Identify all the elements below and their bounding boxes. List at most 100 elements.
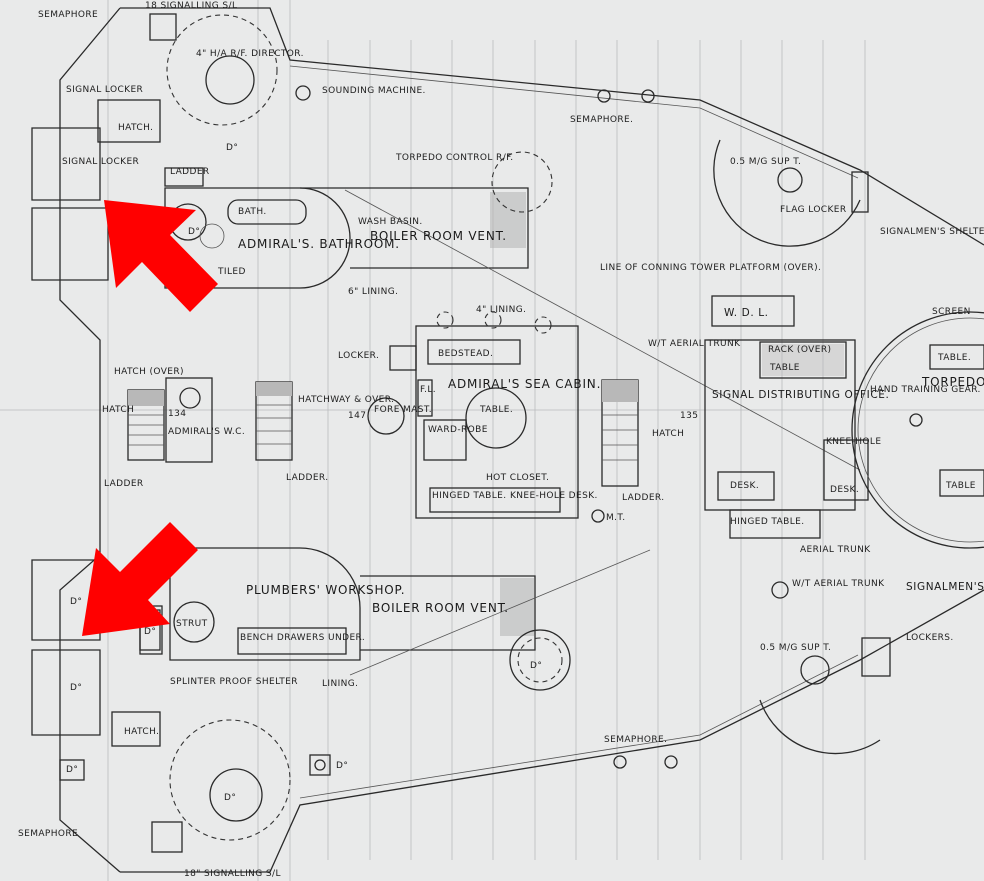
label-semaphore-top-mid: SEMAPHORE. xyxy=(570,115,633,125)
label-admirals-sea-cabin: ADMIRAL'S SEA CABIN. xyxy=(448,377,601,391)
label-bench-drawers: BENCH DRAWERS UNDER. xyxy=(240,633,365,643)
bathroom-block xyxy=(164,167,529,289)
torpedo-director xyxy=(851,311,984,549)
label-locker: LOCKER. xyxy=(338,351,379,361)
label-ward-robe: WARD-ROBE xyxy=(428,425,488,435)
label-line-conning: LINE OF CONNING TOWER PLATFORM (OVER). xyxy=(600,263,821,273)
label-signalmens-shelter: SIGNALMEN'S SHELTER. xyxy=(880,227,984,237)
label-kneehole-desk: KNEE-HOLE DESK. xyxy=(510,491,598,501)
label-do-bl3: D° xyxy=(144,627,156,637)
label-director: 4" H/A R/F. DIRECTOR. xyxy=(196,49,304,59)
label-tiled: TILED xyxy=(217,267,246,277)
label-fl: F.L. xyxy=(420,385,436,395)
label-boiler-room-vent-top: BOILER ROOM VENT. xyxy=(370,229,507,243)
label-wt-aerial-trunk: W/T AERIAL TRUNK xyxy=(648,339,741,349)
label-mt: M.T. xyxy=(606,513,626,523)
labels: SEMAPHORE 18 SIGNALLING S/L 4" H/A R/F. … xyxy=(18,1,984,879)
label-signalling-bottom: 18" SIGNALLING S/L xyxy=(184,869,281,879)
ladders-left xyxy=(127,377,405,463)
label-signalmens-shelter-2: SIGNALMEN'S SHELTER. xyxy=(906,581,984,593)
label-strut: STRUT xyxy=(176,619,208,629)
label-table-1: TABLE xyxy=(769,363,800,373)
sea-cabin xyxy=(389,311,579,519)
label-lockers: LOCKERS. xyxy=(906,633,954,643)
label-mg-sup-top: 0.5 M/G SUP T. xyxy=(730,157,801,167)
label-kneehole-1: KNEE-HOLE xyxy=(826,437,881,447)
bottom-director xyxy=(59,711,331,853)
label-semaphore-tl: SEMAPHORE xyxy=(38,10,98,20)
label-hot-closet: HOT CLOSET. xyxy=(486,473,549,483)
label-hand-training: HAND TRAINING GEAR. xyxy=(870,385,981,395)
label-signal-distributing: SIGNAL DISTRIBUTING OFFICE. xyxy=(712,389,889,401)
torpedo-control xyxy=(344,151,861,471)
label-splinter-proof: SPLINTER PROOF SHELTER xyxy=(170,677,298,687)
label-signal-locker-1: SIGNAL LOCKER xyxy=(66,85,143,95)
label-hatch-bl: HATCH. xyxy=(124,727,159,737)
label-do-ladder-top: D° xyxy=(188,227,200,237)
label-torpedo: TORPEDO xyxy=(921,375,984,389)
label-desk-2: DESK. xyxy=(830,485,859,495)
label-bath: BATH. xyxy=(238,207,267,217)
label-admirals-bathroom: ADMIRAL'S. BATHROOM. xyxy=(238,237,400,251)
label-table-3: TABLE xyxy=(945,481,976,491)
label-lining-4: 4" LINING. xyxy=(476,305,526,315)
label-num-147: 147 xyxy=(348,411,366,421)
red-arrow-upper xyxy=(104,200,218,312)
label-ladder-4: LADDER. xyxy=(622,493,665,503)
label-table-cabin: TABLE. xyxy=(479,405,513,415)
label-num-134: 134 xyxy=(168,409,186,419)
label-hatch-mid: HATCH xyxy=(102,405,134,415)
label-flag-locker: FLAG LOCKER xyxy=(780,205,847,215)
label-torpedo-control: TORPEDO CONTROL R/F. xyxy=(395,153,514,163)
label-hatch-right: HATCH xyxy=(652,429,684,439)
mg-sup-top xyxy=(713,139,869,247)
label-do-bottom-right: D° xyxy=(336,761,348,771)
label-num-135: 135 xyxy=(680,411,698,421)
signal-office xyxy=(704,295,869,539)
label-do-bottom-circle: D° xyxy=(224,793,236,803)
label-ladder-1: LADDER xyxy=(170,167,210,177)
hull-outline xyxy=(31,7,984,873)
label-do-director: D° xyxy=(66,765,78,775)
label-lining-6: 6" LINING. xyxy=(348,287,398,297)
label-ladder-2: LADDER xyxy=(104,479,144,489)
label-do-bl1: D° xyxy=(70,597,82,607)
label-screen: SCREEN xyxy=(932,307,971,317)
label-mg-sup-bottom: 0.5 M/G SUP T. xyxy=(760,643,831,653)
label-semaphore-bottom: SEMAPHORE. xyxy=(604,735,667,745)
label-boiler-room-vent-bottom: BOILER ROOM VENT. xyxy=(372,601,509,615)
mg-sup-bottom xyxy=(759,581,891,755)
red-arrow-lower xyxy=(82,522,198,636)
label-aerial-trunk: AERIAL TRUNK xyxy=(800,545,871,555)
label-wdl: W. D. L. xyxy=(724,307,769,319)
plumbers-block xyxy=(139,547,571,691)
top-director xyxy=(97,13,311,143)
label-ladder-3: LADDER. xyxy=(286,473,329,483)
label-desk-1: DESK. xyxy=(730,481,759,491)
label-sounding-machine: SOUNDING MACHINE. xyxy=(322,86,426,96)
label-wash-basin: WASH BASIN. xyxy=(358,217,423,227)
label-do-vent: D° xyxy=(530,661,542,671)
label-fore-mast: FORE MAST. xyxy=(374,405,432,415)
label-hinged-table: HINGED TABLE. xyxy=(432,491,507,501)
label-do-tl: D° xyxy=(226,143,238,153)
label-plumbers-workshop: PLUMBERS' WORKSHOP. xyxy=(246,583,405,597)
label-admirals-wc: ADMIRAL'S W.C. xyxy=(168,427,245,437)
label-wt-aerial-trunk-2: W/T AERIAL TRUNK xyxy=(792,579,885,589)
label-bedstead: BEDSTEAD. xyxy=(438,349,493,359)
label-do-bl2: D° xyxy=(70,683,82,693)
label-hatch-over: HATCH (OVER) xyxy=(114,367,184,377)
label-signalling-top: 18 SIGNALLING S/L xyxy=(145,1,237,11)
label-semaphore-bl: SEMAPHORE xyxy=(18,829,78,839)
label-hinged-table-2: HINGED TABLE. xyxy=(730,517,805,527)
ladder-right xyxy=(591,379,639,523)
label-hatchway-over: HATCHWAY & OVER. xyxy=(298,395,394,405)
label-hatch-tl: HATCH. xyxy=(118,123,153,133)
label-lining-bottom: LINING. xyxy=(322,679,358,689)
label-rack-over: RACK (OVER) xyxy=(768,345,831,355)
label-signal-locker-2: SIGNAL LOCKER xyxy=(62,157,139,167)
label-table-2: TABLE. xyxy=(937,353,971,363)
